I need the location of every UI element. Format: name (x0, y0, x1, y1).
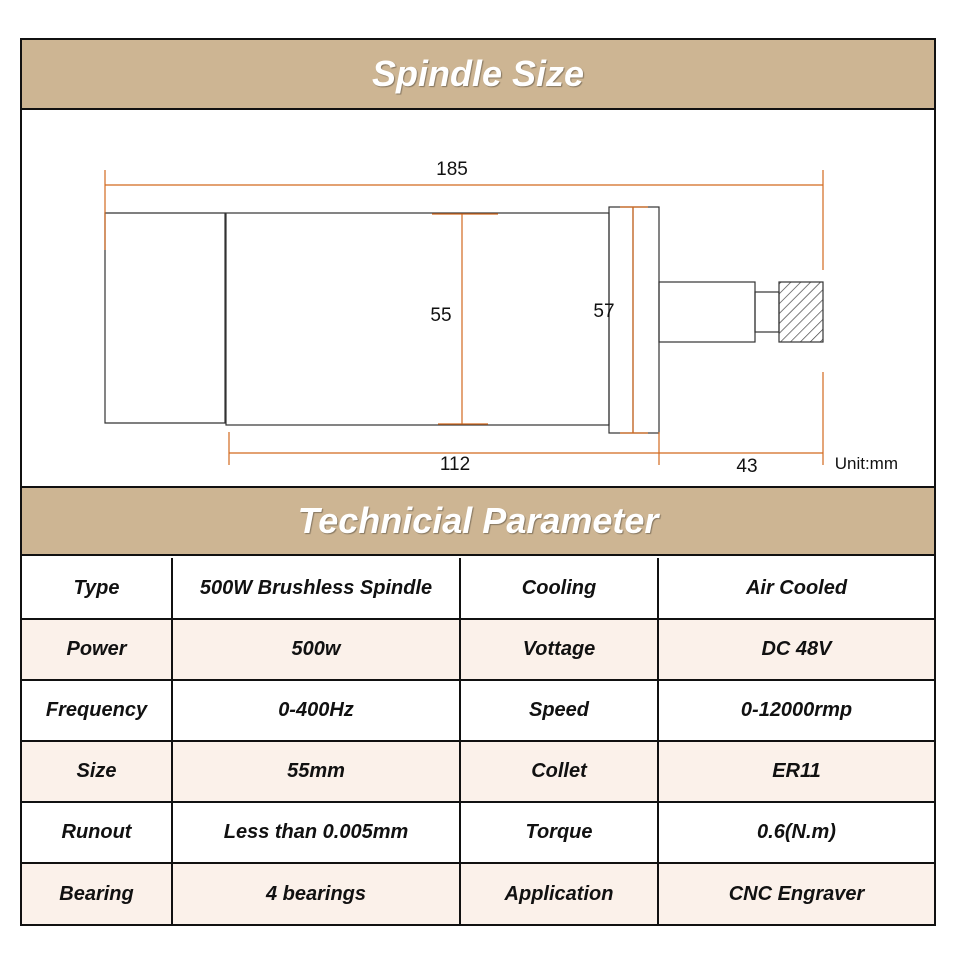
dim-overall-length: 185 (436, 159, 468, 180)
table-row: Power 500w Vottage DC 48V (22, 618, 934, 681)
param-label: Type (22, 558, 173, 620)
param-value: 500W Brushless Spindle (171, 558, 461, 620)
spindle-rear-cap (104, 212, 226, 424)
param-label: Power (22, 618, 173, 681)
param-value: 0.6(N.m) (657, 801, 934, 864)
spindle-nose (658, 281, 756, 343)
table-row: Type 500W Brushless Spindle Cooling Air … (22, 558, 934, 620)
technical-parameter-title: Technicial Parameter (297, 500, 659, 541)
param-label: Torque (459, 801, 659, 864)
parameter-table: Type 500W Brushless Spindle Cooling Air … (22, 558, 934, 924)
table-row: Frequency 0-400Hz Speed 0-12000rmp (22, 679, 934, 742)
param-value: CNC Engraver (657, 862, 934, 924)
param-value: 500w (171, 618, 461, 681)
param-value: ER11 (657, 740, 934, 803)
dim-nose-length: 43 (736, 456, 757, 477)
table-row: Size 55mm Collet ER11 (22, 740, 934, 803)
spindle-size-banner: Spindle Size (22, 40, 934, 110)
spindle-flange (608, 206, 660, 434)
param-label: Application (459, 862, 659, 924)
param-value: Air Cooled (657, 558, 934, 620)
param-value: DC 48V (657, 618, 934, 681)
collet-nut (778, 281, 824, 343)
spec-sheet: Spindle Size (20, 38, 936, 926)
param-label: Vottage (459, 618, 659, 681)
dim-flange-diameter: 57 (593, 301, 614, 322)
param-label: Runout (22, 801, 173, 864)
dim-body-diameter: 55 (430, 305, 451, 326)
dim-body-length: 112 (440, 454, 470, 475)
param-label: Size (22, 740, 173, 803)
technical-parameter-banner: Technicial Parameter (22, 486, 934, 556)
param-label: Collet (459, 740, 659, 803)
spindle-body (225, 212, 610, 426)
param-value: 55mm (171, 740, 461, 803)
param-value: 4 bearings (171, 862, 461, 924)
param-label: Speed (459, 679, 659, 742)
param-label: Bearing (22, 862, 173, 924)
param-value: 0-12000rmp (657, 679, 934, 742)
collet-neck (754, 291, 780, 333)
spindle-dimension-drawing: 185 55 57 112 43 (104, 159, 824, 477)
param-label: Cooling (459, 558, 659, 620)
table-row: Bearing 4 bearings Application CNC Engra… (22, 862, 934, 924)
param-value: 0-400Hz (171, 679, 461, 742)
table-row: Runout Less than 0.005mm Torque 0.6(N.m) (22, 801, 934, 864)
unit-label: Unit:mm (834, 454, 898, 473)
param-label: Frequency (22, 679, 173, 742)
spindle-size-title: Spindle Size (371, 53, 585, 94)
param-value: Less than 0.005mm (171, 801, 461, 864)
